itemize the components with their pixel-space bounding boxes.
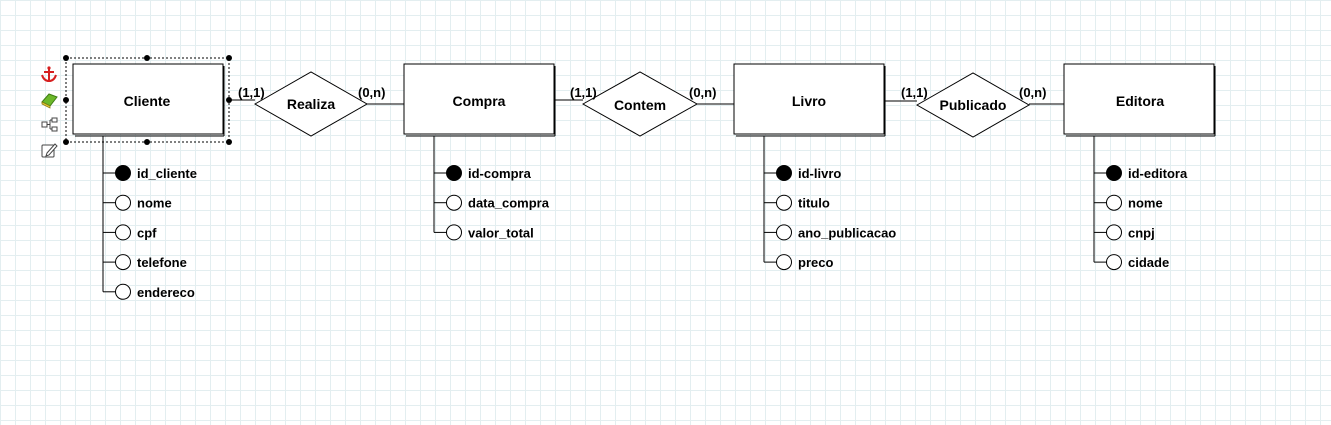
relationship-name: Contem — [614, 97, 666, 113]
attribute-marker[interactable] — [1106, 224, 1122, 241]
entity-name: Cliente — [124, 93, 171, 109]
entity-name: Editora — [1116, 93, 1164, 109]
resize-handle[interactable] — [63, 55, 69, 61]
cardinality-left: (1,1) — [238, 85, 265, 100]
relationship-realiza[interactable]: Realiza (1,1) (0,n) — [238, 71, 385, 137]
attribute-marker[interactable] — [115, 283, 131, 300]
attribute-marker[interactable] — [776, 224, 792, 241]
attribute-name[interactable]: telefone — [137, 255, 187, 270]
attribute-name[interactable]: id-compra — [468, 166, 532, 181]
attribute-marker[interactable] — [115, 194, 131, 211]
attribute-name[interactable]: id-editora — [1128, 166, 1188, 181]
relationship-diamond[interactable] — [581, 71, 699, 137]
resize-handle[interactable] — [226, 139, 232, 145]
cardinality-left: (1,1) — [570, 85, 597, 100]
primary-key-marker[interactable] — [776, 165, 792, 181]
entity-compra[interactable]: Compra — [403, 63, 556, 137]
cardinality-right: (0,n) — [358, 85, 385, 100]
relationship-diamond[interactable] — [915, 72, 1031, 138]
eraser-icon[interactable] — [41, 93, 58, 109]
attribute-name[interactable]: ano_publicacao — [798, 225, 896, 240]
anchor-icon[interactable] — [41, 66, 57, 83]
resize-handle[interactable] — [63, 97, 69, 103]
entity-box[interactable] — [403, 63, 555, 135]
attribute-marker[interactable] — [446, 224, 462, 241]
attribute-name[interactable]: id_cliente — [137, 166, 197, 181]
relationship-name: Publicado — [940, 97, 1007, 113]
attribute-name[interactable]: nome — [1128, 196, 1163, 211]
relationship-name: Realiza — [287, 96, 335, 112]
selection-box[interactable] — [63, 55, 232, 145]
attribute-marker[interactable] — [115, 224, 131, 241]
cardinality-right: (0,n) — [689, 85, 716, 100]
hierarchy-icon[interactable] — [41, 117, 58, 132]
attribute-marker[interactable] — [776, 194, 792, 211]
attribute-name[interactable]: nome — [137, 196, 172, 211]
attribute-name[interactable]: valor_total — [468, 225, 534, 240]
relationship-contem[interactable]: Contem (1,1) (0,n) — [570, 71, 716, 137]
resize-handle[interactable] — [144, 139, 150, 145]
attribute-list-compra: id-compra data_compra valor_total — [433, 136, 550, 241]
entity-name: Livro — [792, 93, 826, 109]
resize-handle[interactable] — [63, 139, 69, 145]
attribute-name[interactable]: cnpj — [1128, 225, 1155, 240]
attribute-name[interactable]: endereco — [137, 285, 195, 300]
attribute-name[interactable]: preco — [798, 255, 833, 270]
primary-key-marker[interactable] — [446, 165, 462, 181]
relationship-diamond[interactable] — [253, 71, 369, 137]
resize-handle[interactable] — [144, 55, 150, 61]
connection-lines — [229, 99, 1065, 105]
cardinality-right: (0,n) — [1019, 85, 1046, 100]
primary-key-marker[interactable] — [115, 165, 131, 181]
entity-box[interactable] — [1063, 63, 1215, 135]
resize-handle[interactable] — [226, 97, 232, 103]
entity-cliente[interactable]: Cliente — [72, 63, 225, 137]
cardinality-left: (1,1) — [901, 85, 928, 100]
attribute-name[interactable]: id-livro — [798, 166, 841, 181]
attribute-name[interactable]: data_compra — [468, 196, 550, 211]
attribute-marker[interactable] — [1106, 254, 1122, 271]
entity-name: Compra — [453, 93, 506, 109]
relationship-publicado[interactable]: Publicado (1,1) (0,n) — [901, 72, 1046, 138]
attribute-marker[interactable] — [446, 194, 462, 211]
attribute-name[interactable]: titulo — [798, 196, 830, 211]
attribute-marker[interactable] — [1106, 194, 1122, 211]
edit-icon[interactable] — [41, 143, 58, 158]
entity-box[interactable] — [733, 63, 885, 135]
resize-handle[interactable] — [226, 55, 232, 61]
attribute-marker[interactable] — [115, 254, 131, 271]
attribute-marker[interactable] — [776, 254, 792, 271]
entity-editora[interactable]: Editora — [1063, 63, 1216, 137]
primary-key-marker[interactable] — [1106, 165, 1122, 181]
attribute-name[interactable]: cidade — [1128, 255, 1169, 270]
entity-box[interactable] — [72, 63, 224, 135]
entity-livro[interactable]: Livro — [733, 63, 886, 137]
attribute-name[interactable]: cpf — [137, 225, 157, 240]
attribute-list-editora: id-editora nome cnpj cidade — [1093, 136, 1188, 271]
